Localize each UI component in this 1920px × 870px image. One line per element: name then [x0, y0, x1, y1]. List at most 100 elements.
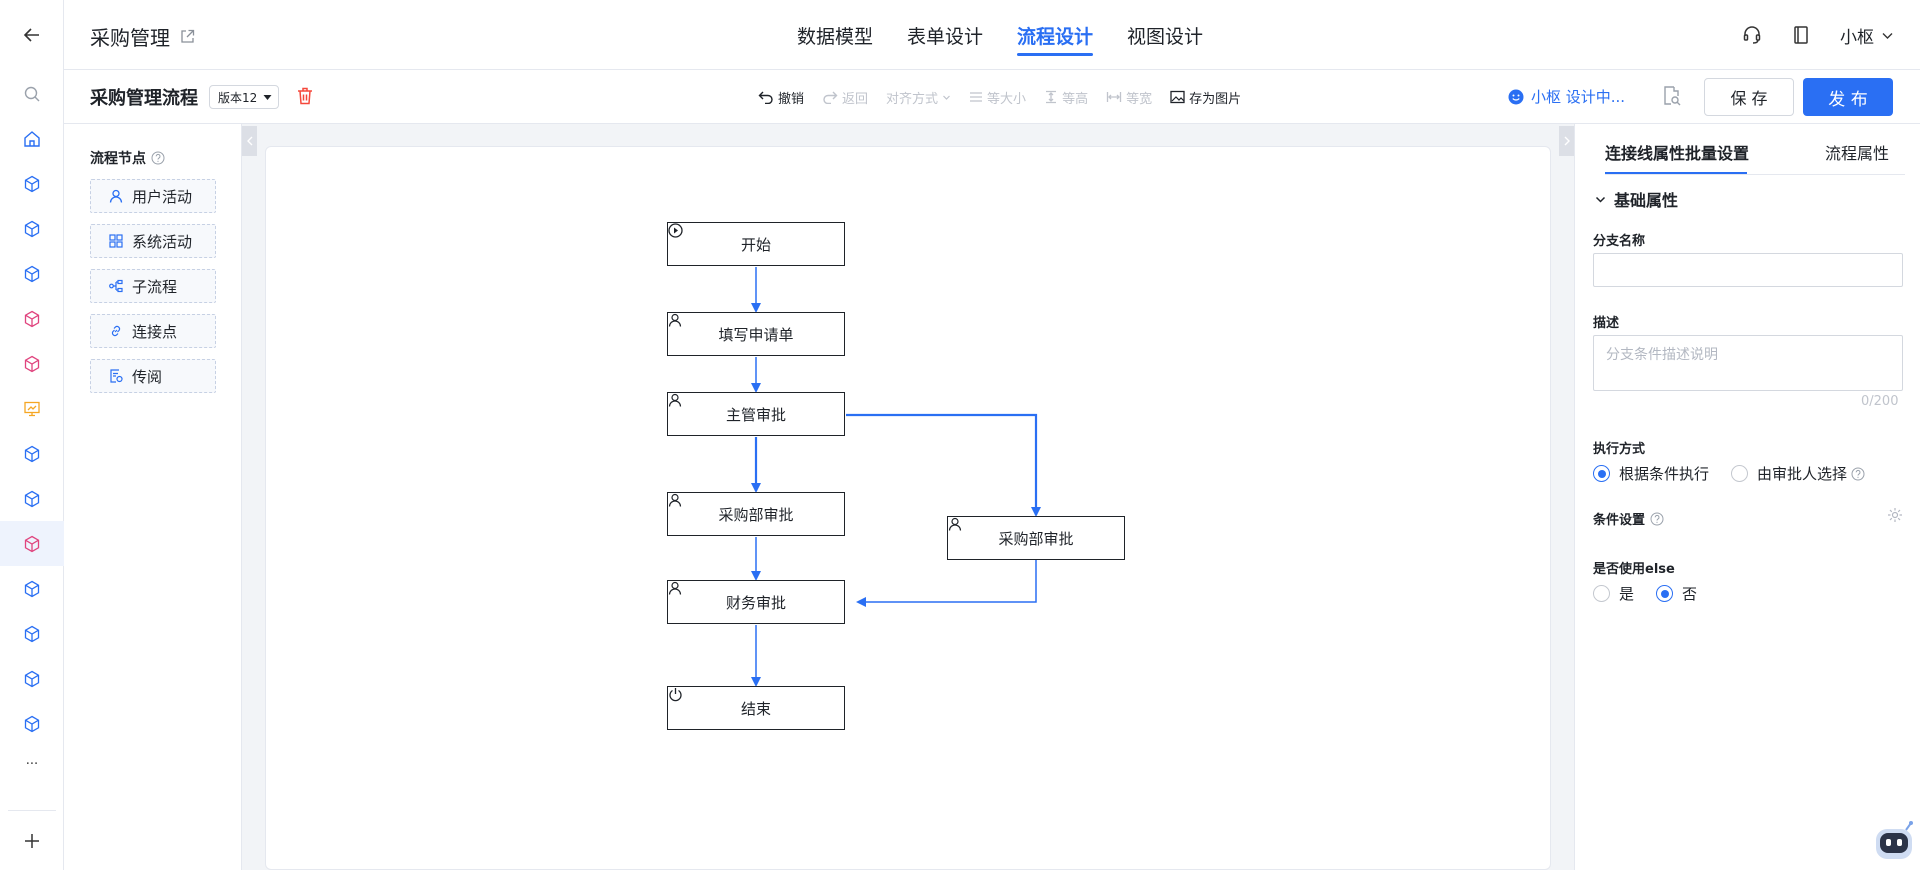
- delete-icon[interactable]: [296, 86, 314, 106]
- align-dropdown[interactable]: 对齐方式: [886, 88, 951, 107]
- user-menu[interactable]: 小枢: [1840, 23, 1894, 48]
- tab-view-design[interactable]: 视图设计: [1127, 25, 1204, 48]
- same-size-button[interactable]: 等大小: [969, 88, 1026, 107]
- cube-icon[interactable]: [0, 251, 64, 296]
- external-link-icon[interactable]: [180, 29, 195, 44]
- help-icon[interactable]: [1851, 467, 1865, 481]
- same-height-label: 等高: [1062, 91, 1089, 107]
- connector-purchase2-finance[interactable]: [856, 560, 1037, 607]
- branch-name-input[interactable]: [1593, 253, 1903, 287]
- cube-icon[interactable]: [0, 566, 64, 611]
- radio-circle: [1731, 465, 1749, 482]
- use-else-label: 是否使用else: [1593, 562, 1675, 577]
- back-icon[interactable]: [0, 12, 64, 57]
- section-basic-properties[interactable]: 基础属性: [1595, 187, 1678, 211]
- node-purchase-approval-2[interactable]: 采购部审批: [947, 516, 1125, 560]
- save-button[interactable]: 保 存: [1704, 78, 1794, 116]
- help-icon[interactable]: [1650, 512, 1664, 526]
- node-fill-application[interactable]: 填写申请单: [667, 312, 845, 356]
- user-icon: [948, 517, 962, 531]
- book-icon[interactable]: [1792, 25, 1810, 45]
- description-char-counter: 0/200: [1861, 394, 1899, 409]
- redo-button[interactable]: 返回: [822, 88, 868, 107]
- same-height-button[interactable]: 等高: [1044, 88, 1088, 107]
- ai-assistant-status[interactable]: 小枢 设计中...: [1508, 86, 1625, 107]
- collapse-left-panel-button[interactable]: [242, 126, 257, 156]
- circulate-icon: [110, 369, 123, 383]
- redo-icon: [823, 91, 838, 104]
- top-header: 采购管理 数据模型 表单设计 流程设计 视图设计 小枢: [64, 0, 1920, 70]
- image-icon: [1170, 90, 1185, 104]
- tab-data-model[interactable]: 数据模型: [797, 25, 874, 48]
- cube-icon[interactable]: [0, 611, 64, 656]
- palette-item-subflow[interactable]: 子流程: [90, 269, 216, 303]
- node-start[interactable]: 开始: [667, 222, 845, 266]
- node-finance-approval[interactable]: 财务审批: [667, 580, 845, 624]
- tab-flow-design[interactable]: 流程设计: [1000, 0, 1110, 70]
- more-icon[interactable]: ···: [25, 757, 39, 772]
- tab-flow-properties[interactable]: 流程属性: [1825, 144, 1890, 163]
- section-title: 基础属性: [1614, 191, 1679, 210]
- same-width-button[interactable]: 等宽: [1106, 88, 1152, 107]
- same-size-icon: [970, 92, 983, 102]
- version-select[interactable]: 版本12: [209, 85, 280, 109]
- cube-icon[interactable]: [0, 431, 64, 476]
- node-end[interactable]: 结束: [667, 686, 845, 730]
- radio-else-yes[interactable]: 是: [1593, 583, 1634, 604]
- user-icon: [668, 493, 682, 507]
- cube-icon[interactable]: [0, 476, 64, 521]
- edit-tools: 撤销 返回 对齐方式 等大小 等高 等宽 存为图片: [758, 70, 1241, 124]
- chevron-down-icon: [943, 95, 950, 100]
- help-icon[interactable]: [151, 151, 165, 165]
- cube-icon-active[interactable]: [0, 521, 64, 566]
- cube-icon[interactable]: [0, 341, 64, 386]
- add-icon[interactable]: [0, 818, 64, 863]
- cube-icon[interactable]: [0, 161, 64, 206]
- home-icon[interactable]: [0, 116, 64, 161]
- node-label: 主管审批: [725, 405, 786, 424]
- same-size-label: 等大小: [987, 91, 1027, 107]
- undo-button[interactable]: 撤销: [758, 88, 804, 107]
- preview-document-icon[interactable]: [1663, 86, 1681, 106]
- play-circle-icon: [668, 223, 683, 238]
- cube-icon[interactable]: [0, 701, 64, 746]
- flow-canvas[interactable]: 开始 填写申请单 主管审批 采购部审批 采购部审批 财务审批 结束: [265, 146, 1551, 870]
- radio-circle: [1593, 585, 1610, 602]
- support-headset-icon[interactable]: [1742, 25, 1762, 45]
- palette-item-connector[interactable]: 连接点: [90, 314, 216, 348]
- palette-item-label: 连接点: [132, 322, 178, 341]
- user-icon: [109, 189, 123, 203]
- grid-icon: [109, 234, 123, 248]
- chart-icon[interactable]: [0, 386, 64, 431]
- cube-icon[interactable]: [0, 206, 64, 251]
- radio-execute-by-condition[interactable]: 根据条件执行: [1593, 463, 1709, 484]
- radio-approver-choose[interactable]: 由审批人选择: [1731, 463, 1847, 484]
- cube-icon[interactable]: [0, 656, 64, 701]
- palette-item-user-activity[interactable]: 用户活动: [90, 179, 216, 213]
- radio-circle: [1656, 585, 1674, 602]
- node-purchase-approval-1[interactable]: 采购部审批: [667, 492, 845, 536]
- gear-icon[interactable]: [1887, 507, 1903, 523]
- tab-connector-batch-settings[interactable]: 连接线属性批量设置: [1605, 144, 1750, 163]
- flow-title: 采购管理流程: [90, 88, 198, 109]
- search-icon[interactable]: [0, 71, 64, 116]
- node-label: 填写申请单: [718, 325, 794, 344]
- radio-else-no[interactable]: 否: [1656, 583, 1697, 604]
- save-as-image-button[interactable]: 存为图片: [1170, 88, 1241, 107]
- node-manager-approval[interactable]: 主管审批: [667, 392, 845, 436]
- palette-item-system-activity[interactable]: 系统活动: [90, 224, 216, 258]
- publish-button[interactable]: 发 布: [1803, 78, 1893, 116]
- palette-item-label: 用户活动: [132, 187, 193, 206]
- connector-manager-purchase2[interactable]: [846, 413, 1041, 517]
- node-label: 财务审批: [725, 593, 786, 612]
- assistant-robot-icon[interactable]: [1873, 820, 1915, 862]
- radio-label: 由审批人选择: [1757, 465, 1848, 483]
- properties-panel: 连接线属性批量设置 流程属性 基础属性 分支名称 描述 0/200 执行方式 根…: [1574, 124, 1920, 870]
- palette-item-circulate[interactable]: 传阅: [90, 359, 216, 393]
- description-textarea[interactable]: [1593, 335, 1903, 391]
- tab-form-design[interactable]: 表单设计: [907, 25, 984, 48]
- execution-mode-label: 执行方式: [1593, 442, 1646, 457]
- same-height-icon: [1046, 90, 1057, 104]
- cube-icon[interactable]: [0, 296, 64, 341]
- collapse-right-panel-button[interactable]: [1559, 126, 1574, 156]
